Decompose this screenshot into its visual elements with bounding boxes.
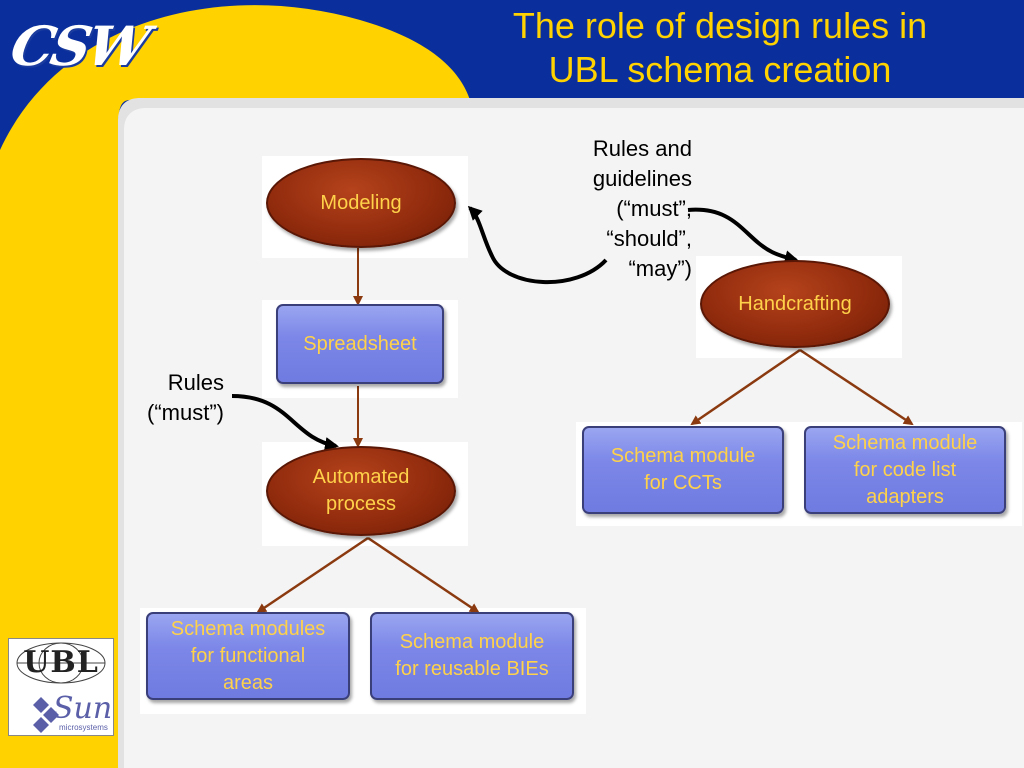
automated-to-reusable-arrow [367, 536, 480, 614]
automated-process-node: Automated process [266, 446, 456, 536]
title-line-2: UBL schema creation [548, 49, 892, 90]
globe-icon [16, 642, 106, 733]
handcrafting-to-ccts-arrow [690, 348, 801, 426]
sun-logo-text: Sun [53, 691, 113, 726]
modeling-node: Modeling [266, 158, 456, 248]
slide-title: The role of design rules in UBL schema c… [420, 4, 1020, 92]
title-line-1: The role of design rules in [512, 5, 928, 46]
ubl-sun-logo: UBL Sun microsystems [8, 638, 114, 736]
sun-microsystems-text: microsystems [59, 723, 108, 732]
reusable-bies-module: Schema module for reusable BIEs [370, 612, 574, 700]
guidelines-to-handcrafting-curved-arrow [687, 207, 799, 265]
handcrafting-to-codelist-arrow [799, 348, 914, 426]
rules-must-curved-arrow [231, 394, 339, 451]
automated-to-functional-arrow [256, 536, 369, 614]
handcrafting-node: Handcrafting [700, 260, 890, 348]
code-list-adapters-module: Schema module for code list adapters [804, 426, 1006, 514]
guidelines-to-modeling-curved-arrow [467, 205, 608, 285]
rules-guidelines-annotation: Rules and guidelines (“must”, “should”, … [592, 136, 692, 281]
functional-areas-module: Schema modules for functional areas [146, 612, 350, 700]
spreadsheet-node: Spreadsheet [276, 304, 444, 384]
rules-must-annotation: Rules (“must”) [147, 370, 224, 425]
ccts-module: Schema module for CCTs [582, 426, 784, 514]
ubl-logo-text: UBL [23, 645, 99, 680]
